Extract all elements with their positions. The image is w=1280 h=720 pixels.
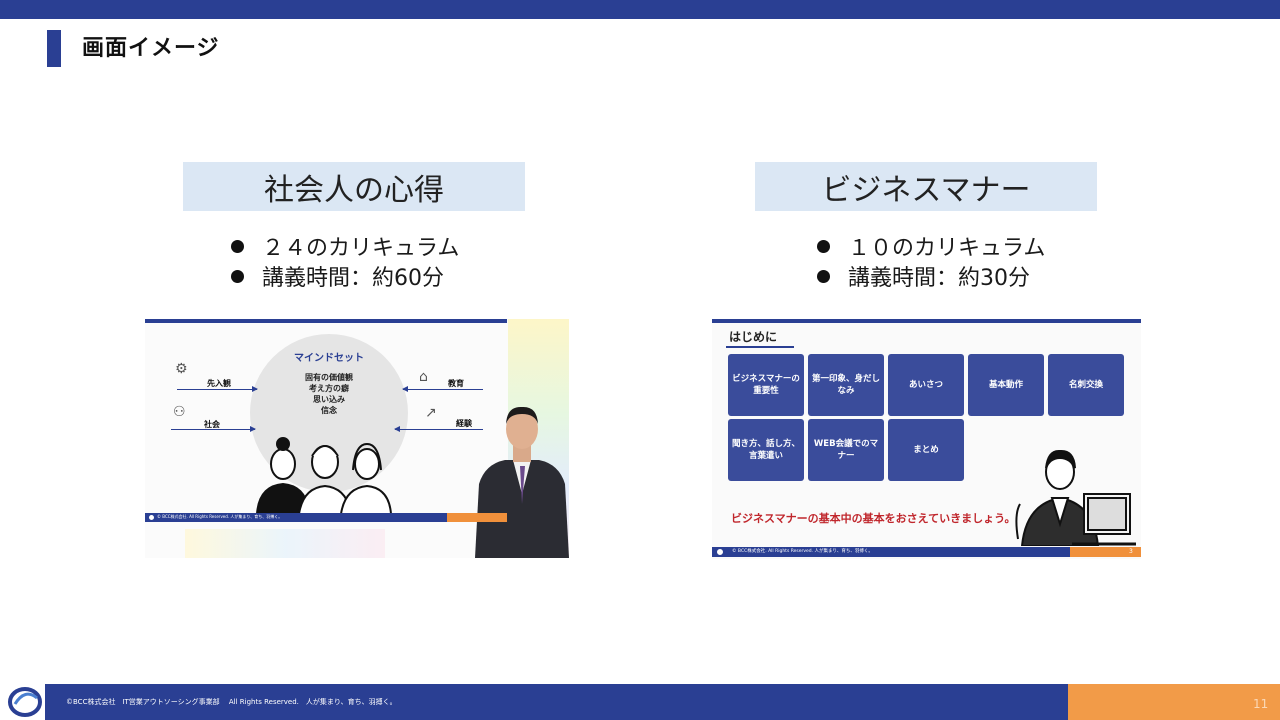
slide-title: はじめに [729, 330, 778, 344]
slide-footer-bar [145, 513, 507, 522]
bullet-dot-icon [817, 269, 830, 283]
slide-top-line [145, 319, 507, 323]
bullet-text: 講義時間：約30分 [848, 266, 1030, 291]
footer-accent [1068, 684, 1280, 720]
slide-footer-accent [1070, 547, 1141, 557]
businessman-laptop-illustration [1015, 449, 1136, 546]
bullet-text: １０のカリキュラム [848, 236, 1046, 261]
curriculum-tile: 名刺交換 [1048, 354, 1124, 416]
label-experience: 経験 [456, 419, 472, 428]
bullet-dot-icon [231, 239, 244, 253]
label-society: 社会 [204, 420, 220, 429]
bullet-dot-icon [817, 239, 830, 253]
curriculum-tile: 第一印象、身だしなみ [808, 354, 884, 416]
network-icon: ⚇ [173, 404, 186, 420]
mindset-items: 固有の価値観 考え方の癖 思い込み 信念 [250, 372, 408, 416]
course-thumbnail-right: はじめに ビジネスマナーの重要性 第一印象、身だしなみ あいさつ 基本動作 名刺… [712, 319, 1141, 559]
slide-top-line [712, 319, 1141, 323]
slide-footer-text: © BCC株式会社. All Rights Reserved. 人が集まり、育ち… [732, 549, 873, 554]
bullet-item: １０のカリキュラム [817, 231, 1045, 261]
bullet-text: ２４のカリキュラム [262, 236, 460, 261]
school-icon: ⌂ [419, 369, 428, 385]
mindset-title: マインドセット [294, 353, 364, 364]
lecturer-photo [475, 406, 569, 558]
course-title-left: 社会人の心得 [183, 162, 525, 211]
background-glow [185, 529, 385, 558]
course-bullets-left: ２４のカリキュラム 講義時間：約60分 [231, 231, 459, 291]
curriculum-tile: 聞き方、話し方、言葉遣い [728, 419, 804, 481]
arrow-right-icon [171, 426, 256, 432]
label-education: 教育 [448, 379, 464, 388]
bcc-logo-icon [8, 687, 42, 717]
curriculum-tile: 基本動作 [968, 354, 1044, 416]
footer-bar [45, 684, 1068, 720]
curriculum-tile: ビジネスマナーの重要性 [728, 354, 804, 416]
arrow-left-icon [394, 426, 483, 432]
bullet-item: 講義時間：約30分 [817, 261, 1045, 291]
curriculum-tile: まとめ [888, 419, 964, 481]
bullet-item: 講義時間：約60分 [231, 261, 459, 291]
course-thumbnail-left: マインドセット 固有の価値観 考え方の癖 思い込み 信念 ⚙ 先入観 ⚇ 社会 … [145, 319, 569, 558]
course-bullets-right: １０のカリキュラム 講義時間：約30分 [817, 231, 1045, 291]
arrow-left-icon [402, 386, 483, 392]
mindset-item: 思い込み [313, 395, 345, 404]
page-number: 11 [1253, 697, 1269, 711]
page-title: 画面イメージ [82, 36, 220, 61]
mindset-item: 信念 [321, 406, 337, 415]
mindset-item: 考え方の癖 [309, 384, 349, 393]
bullet-item: ２４のカリキュラム [231, 231, 459, 261]
bcc-logo-icon [715, 547, 725, 557]
bullet-text: 講義時間：約60分 [262, 266, 444, 291]
slide-title-underline [726, 346, 794, 348]
growth-icon: ↗ [425, 405, 437, 421]
course-title-right: ビジネスマナー [755, 162, 1097, 211]
label-preconception: 先入観 [207, 379, 231, 388]
people-illustration [255, 437, 393, 514]
slide-footer-bar [712, 547, 1141, 557]
mindset-item: 固有の価値観 [305, 373, 353, 382]
title-accent [47, 30, 61, 67]
head-gears-icon: ⚙ [175, 361, 188, 377]
footer-copyright: ©BCC株式会社 IT営業アウトソーシング事業部 All Rights Rese… [66, 698, 397, 706]
slide-message: ビジネスマナーの基本中の基本をおさえていきましょう。 [731, 512, 1016, 525]
bullet-dot-icon [231, 269, 244, 283]
slide-footer-accent [447, 513, 507, 522]
curriculum-tile: あいさつ [888, 354, 964, 416]
top-bar [0, 0, 1280, 19]
arrow-right-icon [177, 386, 258, 392]
slide-page-number: 3 [1129, 548, 1133, 555]
bcc-logo-icon [147, 513, 156, 522]
slide-footer-text: © BCC株式会社. All Rights Reserved. 人が集まり、育ち… [157, 514, 283, 519]
curriculum-tile: WEB会議でのマナー [808, 419, 884, 481]
